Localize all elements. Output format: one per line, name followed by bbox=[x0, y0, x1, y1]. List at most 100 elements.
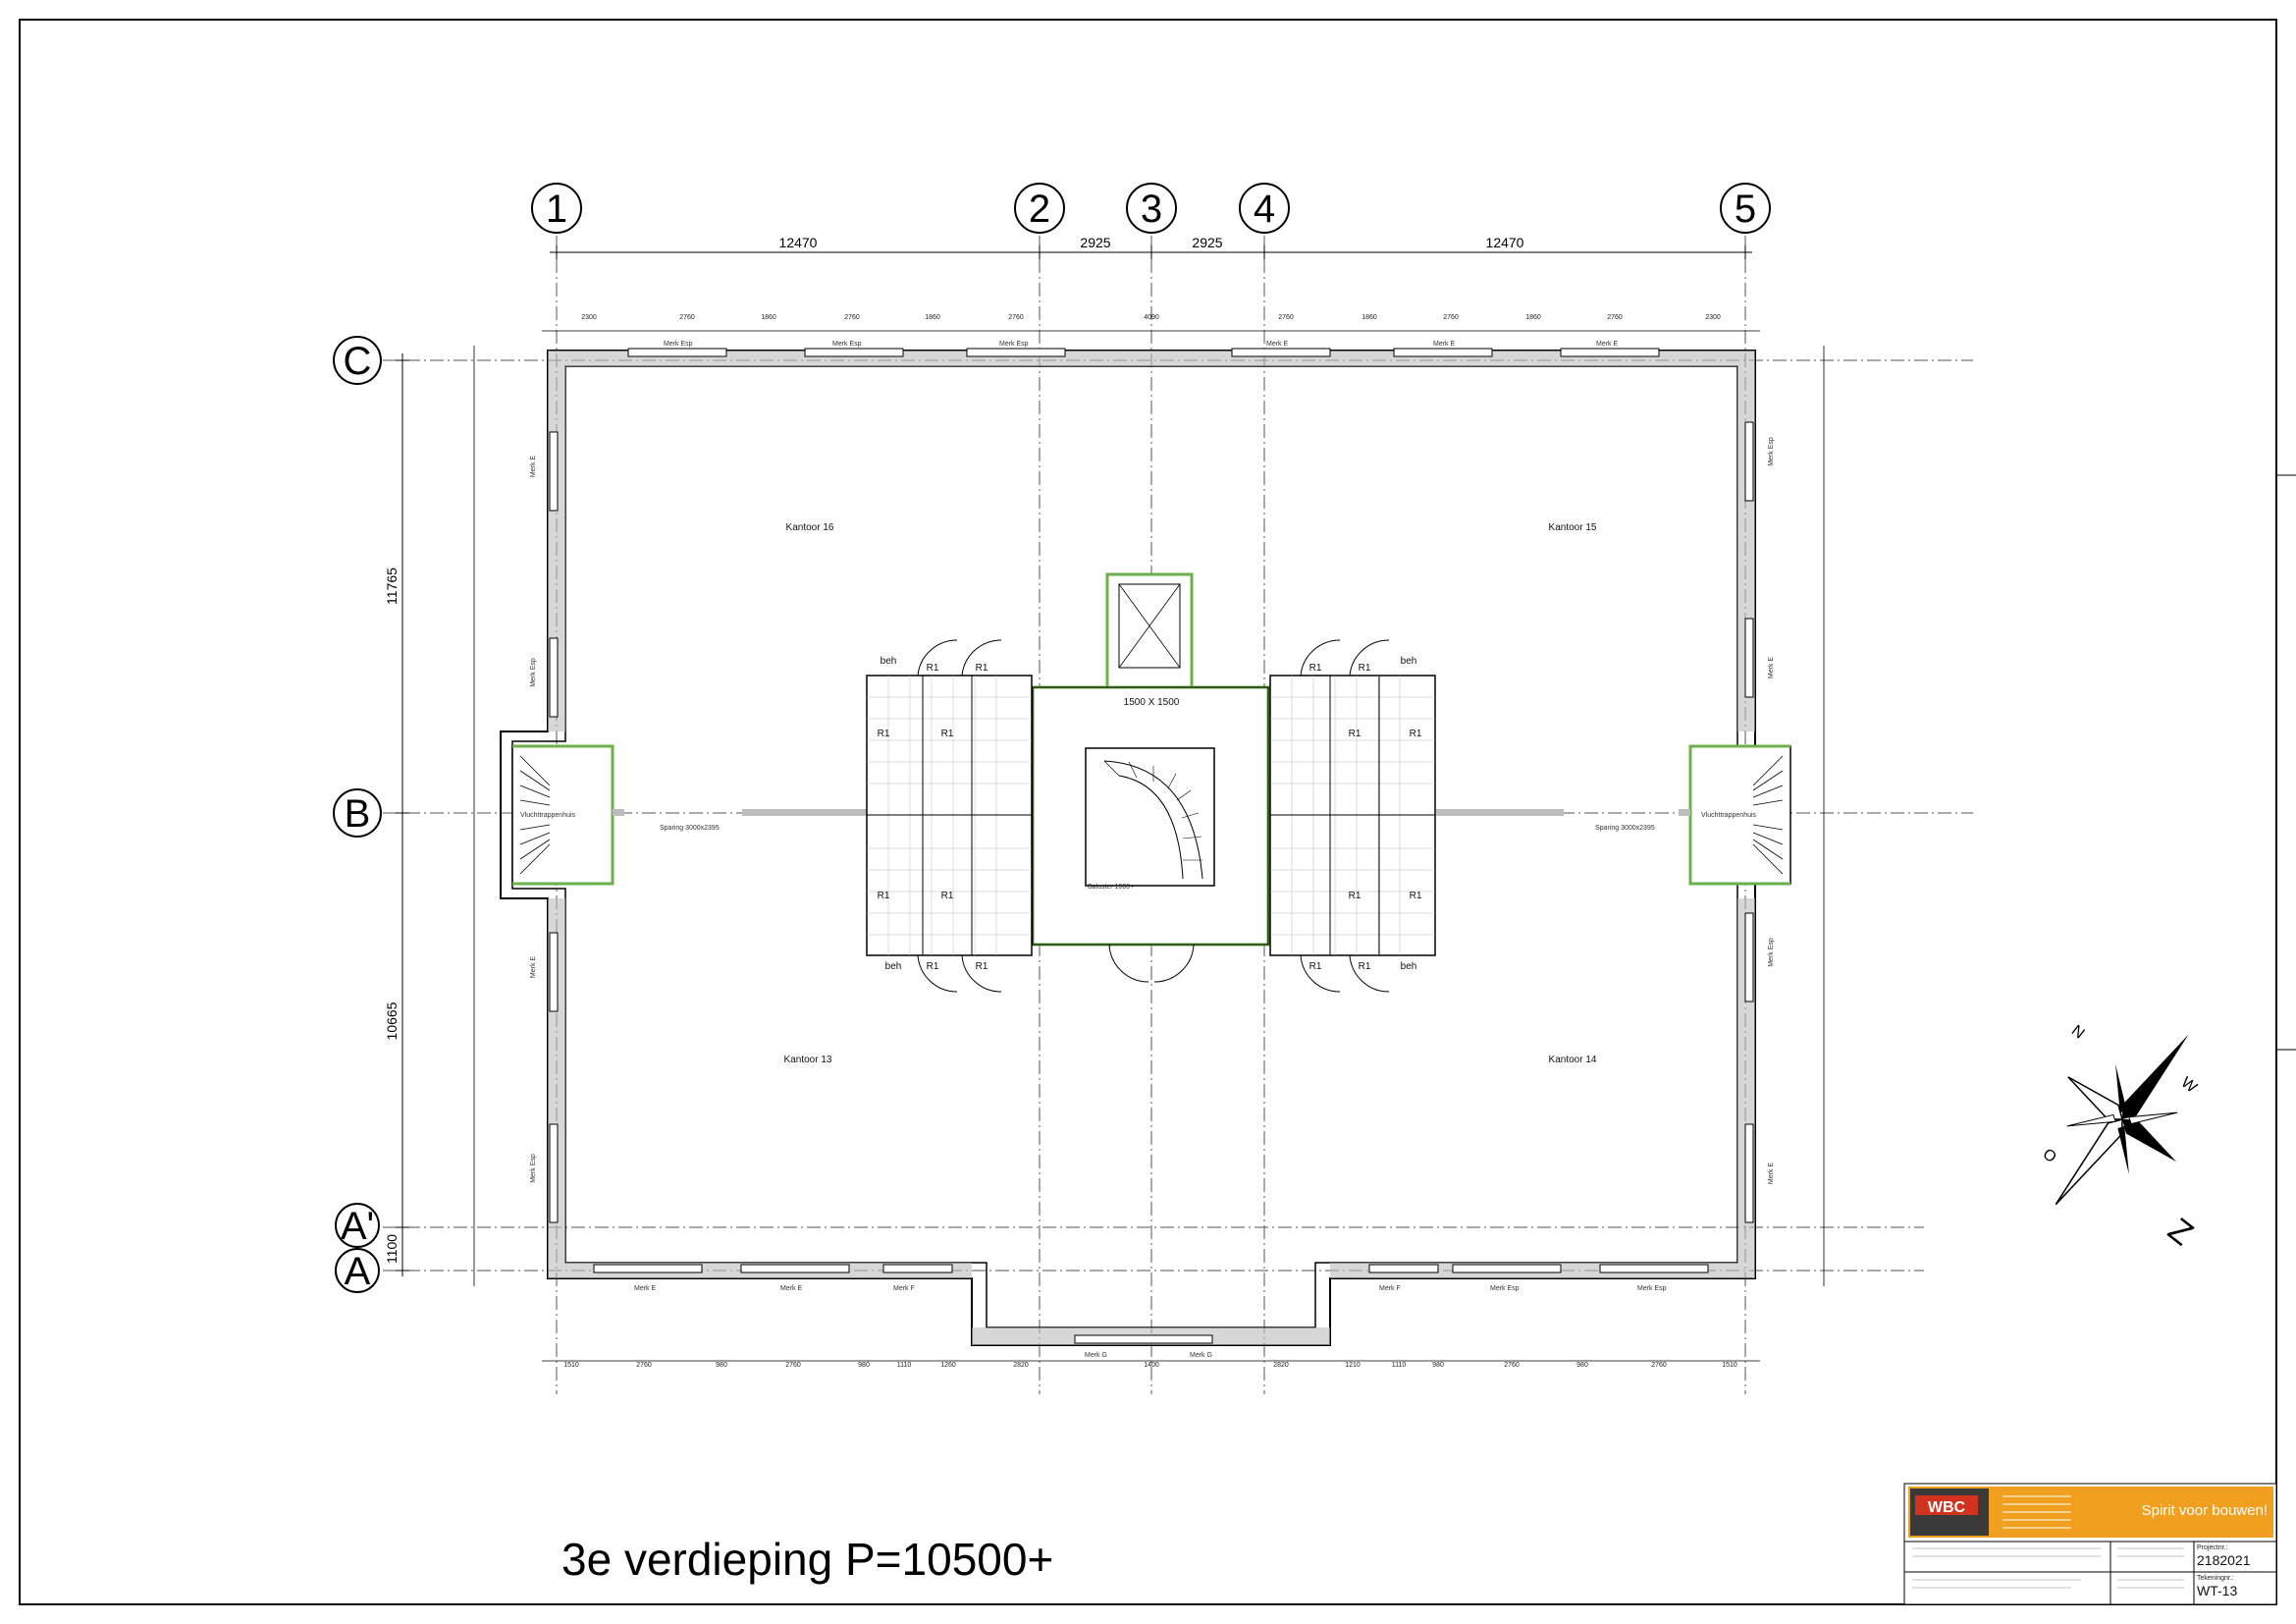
svg-text:2760: 2760 bbox=[844, 314, 860, 321]
svg-text:Merk Esp: Merk Esp bbox=[1637, 1285, 1667, 1292]
secondary-dimension-lines bbox=[473, 330, 1825, 1362]
toilet-labels: R1 R1 R1 R1 R1 R1 R1 R1 R1 R1 R1 R1 R1 R… bbox=[878, 656, 1422, 972]
svg-text:2760: 2760 bbox=[1008, 314, 1024, 321]
svg-text:Merk Esp: Merk Esp bbox=[530, 658, 537, 687]
top-wall-dim-texts: 2300 2760 1860 2760 1860 2760 4090 2760 … bbox=[581, 314, 1721, 321]
room-kantoor-15: Kantoor 15 bbox=[1549, 522, 1597, 533]
north-arrow-icon bbox=[2055, 1034, 2189, 1206]
svg-text:Merk F: Merk F bbox=[1379, 1285, 1401, 1292]
brand-logo: WBC bbox=[1928, 1499, 1966, 1516]
svg-text:1510: 1510 bbox=[1722, 1362, 1737, 1369]
svg-text:beh: beh bbox=[881, 656, 897, 667]
svg-text:2760: 2760 bbox=[636, 1362, 652, 1369]
svg-text:Merk Esp: Merk Esp bbox=[1768, 437, 1775, 466]
svg-text:2300: 2300 bbox=[581, 314, 597, 321]
svg-text:Merk G: Merk G bbox=[1085, 1352, 1107, 1359]
stairwell-left: Vluchttrappenhuis bbox=[511, 744, 614, 886]
title-block: WBC Spirit voor bouwen! Projectnr.: 2182… bbox=[1903, 1483, 2277, 1605]
svg-text:beh: beh bbox=[1401, 961, 1417, 972]
svg-text:Merk E: Merk E bbox=[1768, 657, 1775, 679]
dim-top-1: 12470 bbox=[779, 235, 818, 250]
svg-text:1110: 1110 bbox=[897, 1362, 912, 1369]
sparing-left-label: Sparing 3000x2395 bbox=[660, 825, 720, 832]
svg-text:R1: R1 bbox=[927, 663, 939, 674]
corridor-walls bbox=[613, 809, 1690, 816]
svg-text:980: 980 bbox=[1576, 1362, 1588, 1369]
svg-text:2760: 2760 bbox=[1504, 1362, 1520, 1369]
svg-text:1110: 1110 bbox=[1392, 1362, 1407, 1369]
compass-label-w: W bbox=[2178, 1074, 2201, 1097]
stairwell-right: Vluchttrappenhuis bbox=[1688, 744, 1791, 886]
compass-label-o: O bbox=[2040, 1146, 2059, 1166]
svg-text:4090: 4090 bbox=[1144, 314, 1159, 321]
svg-text:R1: R1 bbox=[941, 729, 954, 739]
svg-text:Merk Esp: Merk Esp bbox=[530, 1154, 537, 1183]
drawing-number: WT-13 bbox=[2197, 1583, 2237, 1598]
svg-text:2820: 2820 bbox=[1013, 1362, 1029, 1369]
svg-text:980: 980 bbox=[858, 1362, 870, 1369]
svg-text:Merk G: Merk G bbox=[1190, 1352, 1212, 1359]
dim-top-3: 2925 bbox=[1192, 235, 1222, 250]
top-overall-dimensions bbox=[550, 245, 1752, 259]
svg-text:R1: R1 bbox=[1410, 729, 1422, 739]
svg-text:R1: R1 bbox=[1349, 729, 1362, 739]
dim-left-2: 10665 bbox=[384, 1001, 400, 1040]
title-block-slogan: Spirit voor bouwen! bbox=[2142, 1502, 2268, 1519]
dim-left-3: 1100 bbox=[384, 1234, 400, 1264]
compass-label-z: Z bbox=[2161, 1211, 2200, 1253]
svg-text:2760: 2760 bbox=[1278, 314, 1294, 321]
sparing-right-label: Sparing 3000x2395 bbox=[1595, 825, 1655, 832]
svg-text:beh: beh bbox=[1401, 656, 1417, 667]
svg-text:1510: 1510 bbox=[563, 1362, 579, 1369]
stair-opening-label: 1500 X 1500 bbox=[1124, 697, 1180, 708]
svg-text:2760: 2760 bbox=[785, 1362, 801, 1369]
baluster-label: Baluster 1000+ bbox=[1088, 884, 1134, 891]
svg-text:Merk Esp: Merk Esp bbox=[1768, 938, 1775, 967]
svg-text:R1: R1 bbox=[1309, 961, 1322, 972]
room-kantoor-14: Kantoor 14 bbox=[1549, 1055, 1597, 1065]
svg-text:Merk E: Merk E bbox=[1768, 1163, 1775, 1185]
svg-text:R1: R1 bbox=[927, 961, 939, 972]
svg-text:1860: 1860 bbox=[1362, 314, 1377, 321]
drawing-number-label: Tekeningnr.: bbox=[2197, 1575, 2234, 1582]
svg-text:1210: 1210 bbox=[1345, 1362, 1361, 1369]
dim-top-2: 2925 bbox=[1080, 235, 1110, 250]
svg-text:2760: 2760 bbox=[1607, 314, 1623, 321]
svg-text:R1: R1 bbox=[1410, 891, 1422, 901]
project-number: 2182021 bbox=[2197, 1552, 2251, 1568]
svg-text:1400: 1400 bbox=[1144, 1362, 1159, 1369]
main-stair bbox=[1085, 747, 1215, 887]
window-marks-right: Merk Esp Merk E Merk Esp Merk E bbox=[1768, 437, 1775, 1184]
svg-text:Merk E: Merk E bbox=[1266, 341, 1289, 348]
svg-text:Merk E: Merk E bbox=[1433, 341, 1456, 348]
svg-text:R1: R1 bbox=[878, 891, 890, 901]
svg-text:980: 980 bbox=[716, 1362, 727, 1369]
dim-top-4: 12470 bbox=[1486, 235, 1524, 250]
window-marks-top: Merk Esp Merk Esp Merk Esp Merk E Merk E… bbox=[664, 341, 1619, 348]
room-kantoor-16: Kantoor 16 bbox=[786, 522, 834, 533]
left-overall-dimensions bbox=[396, 353, 409, 1276]
project-number-label: Projectnr.: bbox=[2197, 1544, 2228, 1551]
svg-text:980: 980 bbox=[1432, 1362, 1444, 1369]
svg-text:2300: 2300 bbox=[1705, 314, 1721, 321]
grid-label-a-prime: A' bbox=[341, 1205, 374, 1248]
svg-text:1260: 1260 bbox=[940, 1362, 956, 1369]
svg-text:Merk Esp: Merk Esp bbox=[664, 341, 693, 348]
svg-text:R1: R1 bbox=[976, 961, 988, 972]
grid-label-3: 3 bbox=[1141, 188, 1162, 231]
svg-text:Merk Esp: Merk Esp bbox=[999, 341, 1029, 348]
toilet-block-right bbox=[1269, 675, 1436, 956]
svg-text:Merk E: Merk E bbox=[530, 956, 537, 979]
grid-label-c: C bbox=[344, 340, 372, 383]
svg-text:R1: R1 bbox=[1349, 891, 1362, 901]
svg-text:Merk E: Merk E bbox=[1596, 341, 1619, 348]
grid-label-a: A bbox=[345, 1250, 371, 1293]
window-marks-bottom: Merk E Merk E Merk F Merk G Merk G Merk … bbox=[634, 1285, 1667, 1359]
svg-text:2760: 2760 bbox=[1651, 1362, 1667, 1369]
compass-label-n: N bbox=[2068, 1022, 2088, 1043]
sheet-border bbox=[19, 19, 2277, 1605]
svg-text:Merk E: Merk E bbox=[530, 456, 537, 478]
grid-label-4: 4 bbox=[1254, 188, 1275, 231]
window-marks-left: Merk E Merk Esp Merk E Merk Esp bbox=[530, 456, 537, 1183]
central-core: 1500 X 1500 Baluster 1000+ bbox=[979, 572, 1322, 947]
